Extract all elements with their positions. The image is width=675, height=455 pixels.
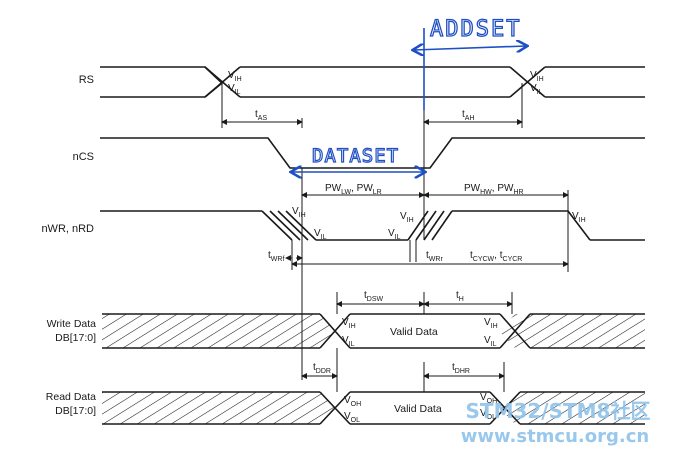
read-voh-label-2: VOH [480, 392, 497, 405]
rs-vih-label-1: VIH [228, 70, 242, 83]
write-vih-label-1: VIH [342, 317, 356, 330]
watermark-line-1: STM32/STM8社区 [466, 399, 651, 423]
signal-label-write-db: DB[17:0] [55, 332, 96, 344]
read-vol-label-2: VOL [480, 408, 496, 421]
signal-label-ncs: nCS [73, 151, 94, 163]
pw-high-label: PWHW, PWHR [464, 183, 524, 196]
rs-vil-label-2: VIL [530, 83, 543, 96]
twrr-label: tWRr [426, 250, 443, 263]
write-vih-label-2: VIH [484, 317, 498, 330]
read-valid-data: Valid Data [394, 403, 442, 415]
nwr-vih-label-3: VIH [572, 211, 586, 224]
nwr-vih-label-1: VIH [292, 206, 306, 219]
tdsw-label: tDSW [364, 290, 384, 303]
rs-waveform [100, 66, 645, 98]
rs-vih-label-2: VIH [530, 70, 544, 83]
read-vol-label-1: VOL [344, 411, 360, 424]
write-vil-label-1: VIL [342, 335, 355, 348]
pw-low-label: PWLW, PWLR [325, 183, 382, 196]
read-data-bus [102, 391, 645, 425]
th-label: tH [456, 290, 464, 303]
tddr-label: tDDR [313, 362, 331, 375]
nwr-vih-label-2: VIH [400, 211, 414, 224]
addset-annotation: ADDSET [414, 16, 526, 110]
write-valid-data: Valid Data [390, 326, 438, 338]
dataset-text: DATASET [312, 145, 399, 167]
watermark-line-2: www.stmcu.org.cn [461, 426, 649, 447]
nwr-vil-label-2: VIL [388, 228, 401, 241]
dataset-annotation: DATASET [292, 144, 424, 172]
addset-text: ADDSET [430, 17, 521, 42]
tddr-tdhr-markers [301, 348, 505, 392]
twr-markers [285, 240, 569, 270]
signal-label-nwr-nrd: nWR, nRD [41, 223, 94, 235]
tdhr-label: tDHR [452, 362, 470, 375]
rs-level-labels: VIH VIL VIH VIL [228, 70, 544, 96]
watermark: STM32/STM8社区 www.stmcu.org.cn [461, 399, 651, 447]
write-data-bus [102, 313, 645, 349]
signal-label-write-data: Write Data [47, 318, 97, 330]
tas-label: tAS [255, 109, 267, 122]
tah-label: tAH [462, 109, 475, 122]
write-vil-label-2: VIL [484, 335, 497, 348]
read-voh-label-1: VOH [344, 395, 361, 408]
nwr-vil-label-1: VIL [314, 228, 327, 241]
nwr-waveform [100, 210, 645, 241]
tdsw-th-markers [336, 292, 513, 314]
signal-label-rs: RS [79, 74, 94, 86]
signal-label-read-data: Read Data [46, 391, 96, 403]
signal-label-read-db: DB[17:0] [55, 405, 96, 417]
addset-arrow [414, 46, 526, 50]
nwr-level-labels: VIH VIL VIH VIL VIH [292, 206, 586, 241]
rs-vil-label-1: VIL [228, 83, 241, 96]
tcyc-label: tCYCW, tCYCR [470, 250, 522, 263]
twrf-label: tWRf [268, 250, 284, 263]
